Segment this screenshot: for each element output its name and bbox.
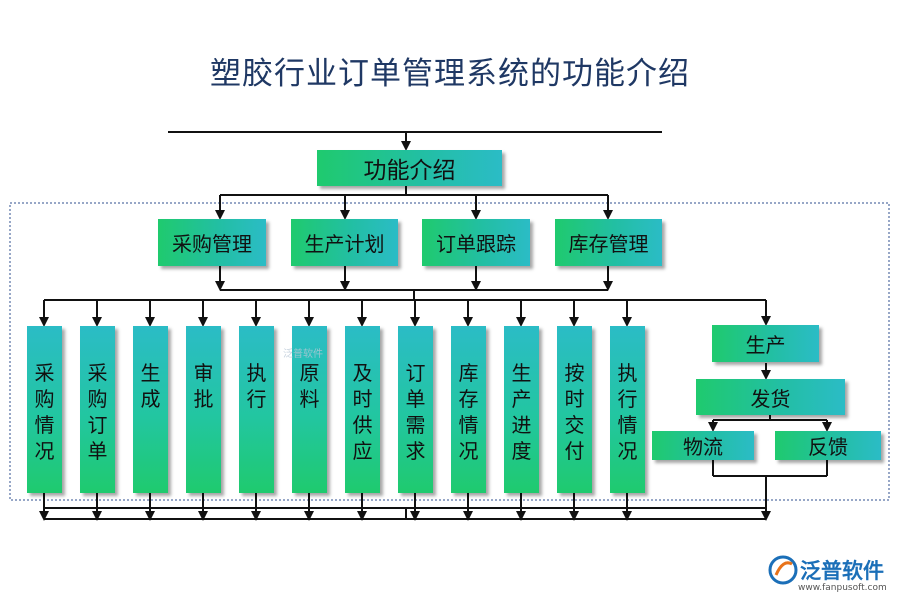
level2-node-7: 及时供应 bbox=[345, 326, 380, 493]
level1-node-procurement: 采购管理 bbox=[158, 219, 266, 266]
logo-url: www.fanpusoft.com bbox=[798, 583, 887, 593]
level2-label-7: 及时供应 bbox=[352, 361, 373, 463]
level2-label-5: 执行 bbox=[246, 361, 267, 411]
level2-label-1: 采购情况 bbox=[34, 361, 55, 463]
level2-node-12: 执行情况 bbox=[610, 326, 645, 493]
level2-node-1: 采购情况 bbox=[27, 326, 62, 493]
level2-node-6: 原料 bbox=[292, 326, 327, 493]
root-node: 功能介绍 bbox=[317, 150, 502, 186]
level2-node-2: 采购订单 bbox=[80, 326, 115, 493]
level2-node-9: 库存情况 bbox=[451, 326, 486, 493]
level2-node-10: 生产进度 bbox=[504, 326, 539, 493]
level2-node-3: 生成 bbox=[133, 326, 168, 493]
level2-label-12: 执行情况 bbox=[617, 361, 638, 463]
level2-label-10: 生产进度 bbox=[511, 361, 532, 463]
level2-node-5: 执行 bbox=[239, 326, 274, 493]
level1-node-production-plan: 生产计划 bbox=[291, 219, 398, 266]
logo-icon bbox=[768, 555, 798, 585]
level2-node-4: 审批 bbox=[186, 326, 221, 493]
watermark: 泛普软件 bbox=[283, 349, 323, 360]
level2-label-11: 按时交付 bbox=[564, 361, 585, 463]
logo-name: 泛普软件 bbox=[800, 559, 884, 583]
level2-node-8: 订单需求 bbox=[398, 326, 433, 493]
level1-node-inventory: 库存管理 bbox=[555, 219, 662, 266]
branch-node-shipping: 发货 bbox=[696, 379, 845, 415]
level2-label-6: 原料 bbox=[299, 361, 320, 411]
branch-node-logistics: 物流 bbox=[652, 431, 754, 460]
level2-label-8: 订单需求 bbox=[405, 361, 426, 463]
level2-label-2: 采购订单 bbox=[87, 361, 108, 463]
level2-label-9: 库存情况 bbox=[458, 361, 479, 463]
level2-label-3: 生成 bbox=[140, 361, 161, 411]
brand-logo: 泛普软件 www.fanpusoft.com bbox=[768, 553, 893, 595]
branch-node-feedback: 反馈 bbox=[775, 431, 881, 460]
branch-node-production: 生产 bbox=[712, 325, 819, 362]
level2-label-4: 审批 bbox=[193, 361, 214, 411]
level1-node-order-tracking: 订单跟踪 bbox=[422, 219, 530, 266]
level2-node-11: 按时交付 bbox=[557, 326, 592, 493]
diagram-title: 塑胶行业订单管理系统的功能介绍 bbox=[210, 56, 690, 92]
